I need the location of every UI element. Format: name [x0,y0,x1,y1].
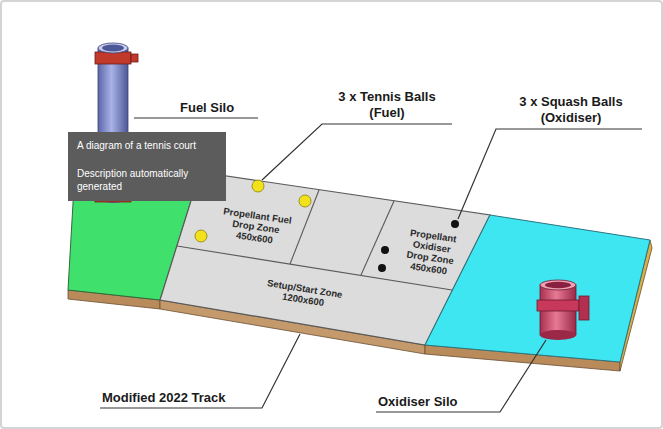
tooltip-box: A diagram of a tennis courtDescription a… [68,132,226,201]
zone-label: Propellant Oxidiser Drop Zone 450x600 [397,226,465,278]
part-label: Modified 2022 Track [102,390,264,406]
tooltip-text: A diagram of a tennis court [77,139,217,152]
oxidiser-drop-zone: Propellant Oxidiser Drop Zone 450x600 [397,226,465,278]
part-label: Fuel Silo [180,100,260,116]
callout-label: 3 x Tennis Balls (Fuel) [322,89,452,121]
callout-label: 3 x Squash Balls (Oxidiser) [500,94,642,126]
tooltip-text: Description automatically generated [77,167,217,193]
part-label: Oxidiser Silo [378,394,502,410]
